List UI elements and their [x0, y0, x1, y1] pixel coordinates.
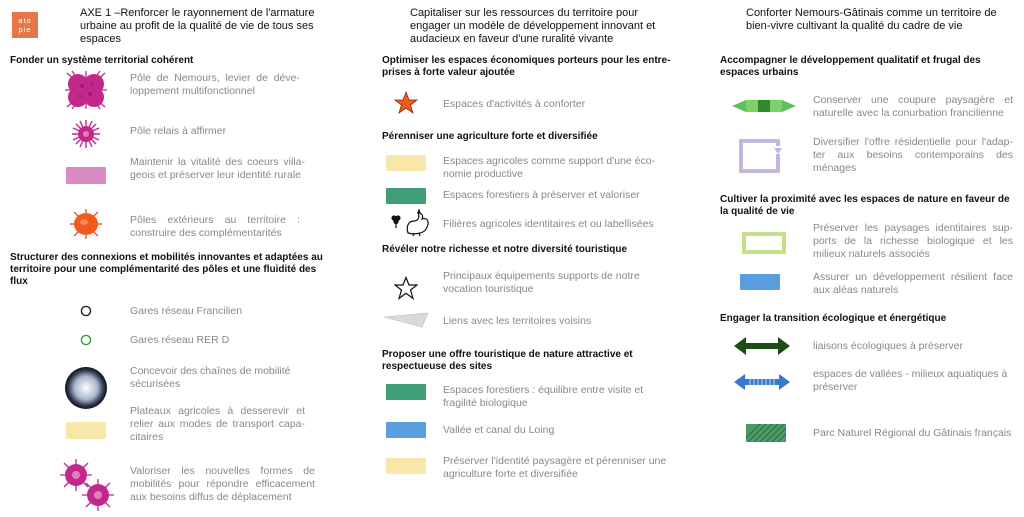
vallee-loing-swatch	[386, 422, 426, 438]
legend-label: Pôles extérieurs au territoire : constru…	[130, 214, 300, 239]
legend-label: Concevoir des chaînes de mobilité sécuri…	[130, 365, 291, 390]
legend-column-axe3: Conforter Nemours-Gâtinais comme un terr…	[706, 0, 1024, 517]
legend-label: espaces de vallées - milieux aquatiques …	[813, 368, 1008, 393]
legend-label: Espaces forestiers : équilibre entre vis…	[443, 384, 644, 409]
legend-label: Principaux équipements supports de notre…	[443, 270, 640, 295]
filieres-agricoles-icon	[391, 209, 429, 237]
legend-label: liaisons écologiques à préserver	[813, 340, 963, 352]
plateaux-agricoles-swatch	[66, 422, 106, 439]
legend-label: Assurer un développement résilient face …	[813, 271, 1013, 296]
liens-territoires-arrow	[383, 312, 429, 328]
paysages-identitaires-symbol	[742, 232, 786, 254]
coeurs-villageois-swatch	[66, 167, 106, 184]
legend-label: Conserver une coupure paysagère et natur…	[813, 94, 1013, 119]
section-title: Optimiser les espaces économiques porteu…	[382, 55, 671, 78]
forestiers-tourisme-swatch	[386, 384, 426, 400]
section-title: Engager la transition écologique et éner…	[720, 313, 947, 324]
legend-label: Espaces forestiers à préserver et valori…	[443, 189, 640, 201]
liaisons-ecologiques-arrow	[734, 337, 790, 355]
column-header: Capitaliser sur les ressources du territ…	[410, 7, 656, 45]
legend-column-axe1: ato pie AXE 1 –Renforcer le rayonnement …	[0, 0, 340, 517]
legend-label: Liens avec les territoires voisins	[443, 315, 592, 327]
legend-column-axe2: Capitaliser sur les ressources du territ…	[372, 0, 692, 517]
espaces-agricoles-swatch	[386, 155, 426, 171]
espaces-forestiers-swatch	[386, 188, 426, 204]
developpement-resilient-swatch	[740, 274, 780, 290]
section-title: Cultiver la proximité avec les espaces d…	[720, 194, 1010, 217]
star-icon	[394, 91, 418, 115]
section-title: Fonder un système territorial cohérent	[10, 55, 194, 66]
column-header: Conforter Nemours-Gâtinais comme un terr…	[746, 7, 997, 32]
legend-label: Parc Naturel Régional du Gâtinais frança…	[813, 427, 1012, 439]
identite-paysagere-swatch	[386, 458, 426, 474]
offre-residentielle-symbol	[739, 139, 782, 173]
coupure-paysagere-symbol	[732, 100, 796, 112]
legend-label: Maintenir la vitalité des coeurs villa-g…	[130, 156, 305, 181]
legend-label: Valoriser les nouvelles formes de mobili…	[130, 465, 315, 503]
legend-label: Filières agricoles identitaires et ou la…	[443, 218, 654, 230]
logo-line2: pie	[18, 25, 32, 34]
espaces-vallees-arrow	[734, 374, 790, 390]
legend-label: Gares réseau Francilien	[130, 305, 243, 317]
nouvelles-mobilites-symbol	[60, 459, 114, 511]
section-title: Révéler notre richesse et notre diversit…	[382, 244, 628, 255]
section-title: Accompagner le développement qualitatif …	[720, 55, 981, 78]
gare-francilien-icon	[80, 305, 92, 317]
legend-label: Gares réseau RER D	[130, 334, 230, 346]
legend-label: Préserver l'identité paysagère et pérenn…	[443, 455, 667, 480]
parc-naturel-swatch	[746, 424, 786, 442]
logo: ato pie	[12, 12, 38, 38]
section-title: Structurer des connexions et mobilités i…	[10, 252, 323, 287]
column-header: AXE 1 –Renforcer le rayonnement de l'arm…	[80, 7, 315, 45]
legend-label: Diversifier l'offre résidentielle pour l…	[813, 136, 1013, 174]
legend-label: Espaces agricoles comme support d'une éc…	[443, 155, 656, 180]
legend-label: Vallée et canal du Loing	[443, 424, 555, 436]
gare-rer-d-icon	[80, 334, 92, 346]
poles-exterieurs-symbol	[70, 209, 102, 239]
section-title: Pérenniser une agriculture forte et dive…	[382, 131, 598, 142]
legend-label: Pôle relais à affirmer	[130, 125, 227, 137]
pole-relais-symbol	[72, 120, 100, 148]
logo-line1: ato	[18, 16, 32, 25]
star-outline-icon	[394, 276, 418, 300]
legend-label: Plateaux agricoles à desserevir et relie…	[130, 405, 305, 443]
chaines-mobilite-symbol	[65, 367, 107, 409]
section-title: Proposer une offre touristique de nature…	[382, 349, 633, 372]
legend-label: Préserver les paysages identitaires sup-…	[813, 222, 1013, 260]
legend-label: Pôle de Nemours, levier de déve-loppemen…	[130, 72, 300, 97]
legend-label: Espaces d'activités à conforter	[443, 98, 586, 110]
pole-nemours-symbol	[65, 70, 107, 110]
